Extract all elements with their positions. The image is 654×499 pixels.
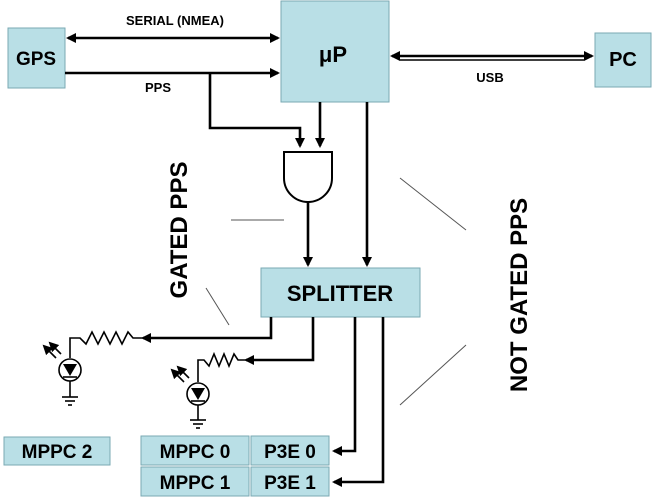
not-gated-leader-line-2 [399, 344, 467, 406]
splitter-to-p3e1-wire [332, 317, 385, 487]
p3e0-block: P3E 0 [250, 435, 330, 466]
pps-to-gate-wire [208, 73, 305, 148]
microprocessor-block: μP [280, 0, 390, 103]
p3e1-label: P3E 1 [264, 473, 316, 494]
splitter-to-p3e0-wire [332, 317, 357, 456]
resistor-2-icon [197, 351, 246, 382]
not-gated-leader-line [399, 177, 467, 231]
splitter-label: SPLITTER [287, 281, 393, 306]
led-2-icon [170, 365, 210, 429]
gps-label: GPS [16, 49, 56, 70]
usb-label: USB [476, 70, 503, 85]
pc-block: PC [594, 32, 652, 88]
microprocessor-label: μP [319, 42, 347, 67]
p3e0-label: P3E 0 [264, 442, 316, 463]
and-gate-icon [283, 151, 333, 203]
splitter-to-mppc2-wire [141, 317, 273, 343]
pps-link: PPS [65, 68, 280, 95]
splitter-block: SPLITTER [260, 267, 421, 318]
not-gated-pps-annotation: NOT GATED PPS [506, 198, 533, 392]
serial-link: SERIAL (NMEA) [66, 13, 280, 43]
resistor-1-icon [69, 330, 143, 358]
gated-leader-line-2 [205, 287, 230, 326]
mppc0-block: MPPC 0 [140, 435, 250, 466]
mppc2-label: MPPC 2 [22, 442, 93, 463]
pps-label: PPS [145, 80, 171, 95]
splitter-to-mppc0-wire [244, 317, 315, 365]
usb-link: USB [390, 51, 594, 85]
mppc0-label: MPPC 0 [160, 442, 231, 463]
gated-pps-annotation: GATED PPS [166, 162, 193, 299]
pc-label: PC [609, 49, 637, 71]
mppc1-block: MPPC 1 [140, 466, 250, 497]
gps-block: GPS [7, 27, 66, 89]
serial-label: SERIAL (NMEA) [126, 13, 224, 28]
mppc1-label: MPPC 1 [160, 473, 231, 494]
p3e1-block: P3E 1 [250, 466, 330, 497]
led-1-icon [42, 341, 82, 406]
mppc2-block: MPPC 2 [3, 436, 111, 466]
